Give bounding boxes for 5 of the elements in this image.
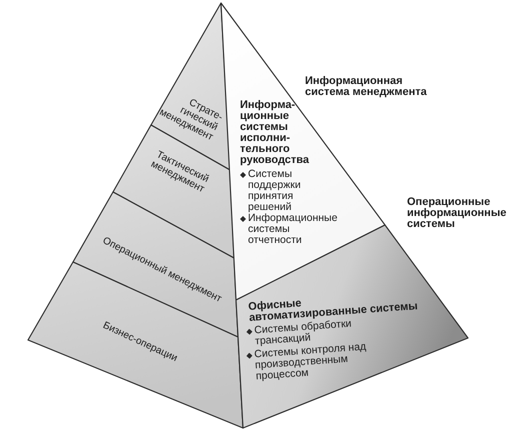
bullet-text: Системы поддержки принятия решений xyxy=(248,169,302,213)
side-label: Информационная система менеджмента xyxy=(305,76,428,98)
side-label: Операционные информационные системы xyxy=(407,197,508,230)
bullet-text: Информационные системы отчетности xyxy=(248,213,338,246)
section-heading: Информа- ционные системы исполни- тельного руководства xyxy=(240,100,310,166)
